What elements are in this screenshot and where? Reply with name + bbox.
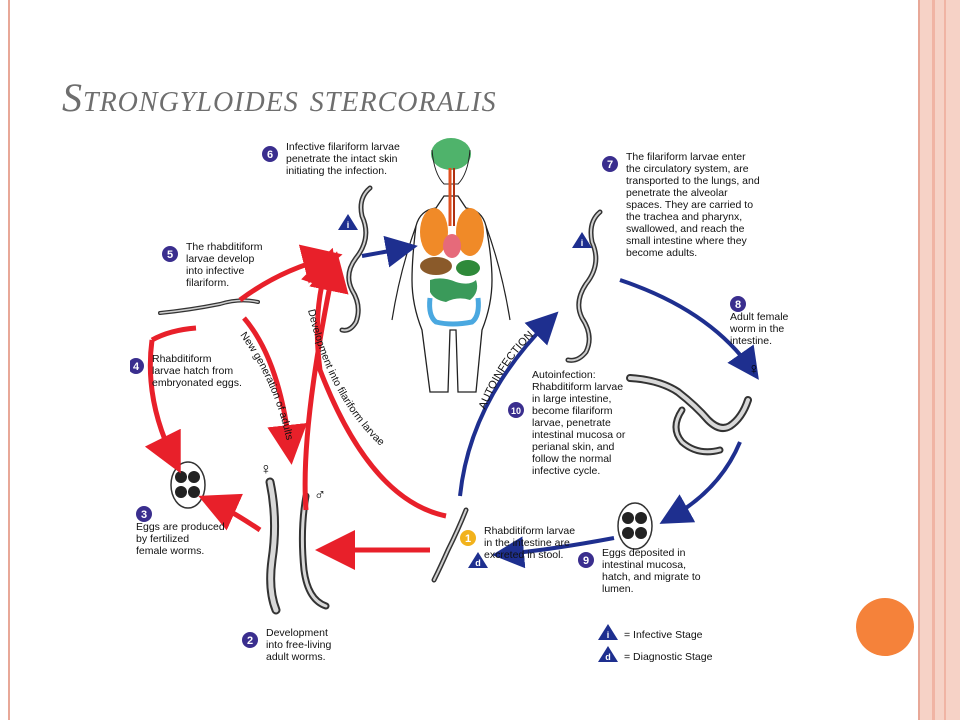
arrow-2-to-3 [198,493,262,533]
step-badge-2 [242,632,258,648]
step-badge-7 [602,156,618,172]
arrow-4-to-5 [144,339,181,474]
arrow-new-generation [242,316,308,465]
diagnostic-triangle-1: d [468,552,488,568]
infective-triangle-7: i [572,232,592,248]
step-badge-8 [730,296,746,312]
step-number-7: 7 [607,159,613,171]
svg-text:i: i [581,238,584,248]
arrow-1-to-skin [301,247,447,519]
step-badge-9 [578,552,594,568]
step-number-9: 9 [583,555,589,567]
step-number-2: 2 [247,635,253,647]
step-number-3: 3 [141,509,147,521]
arrow-5-back [150,325,197,343]
infective-triangle-6: i [338,214,358,230]
left-border-line [8,0,10,720]
female-symbol: ♀ [260,461,272,478]
step-badge-5 [162,246,178,262]
life-cycle-diagram: New generation of adults Development int… [130,138,789,663]
step-number-1: 1 [465,533,471,545]
step-badge-3 [136,506,152,522]
svg-text:d: d [605,652,611,662]
right-border-band [918,0,960,720]
step-number-8: 8 [735,299,741,311]
svg-text:i: i [347,220,350,230]
step-number-4: 4 [133,361,140,373]
slide-title: Strongyloides stercoralis [62,75,497,120]
step-number-10: 10 [511,406,521,416]
arrow-autoinfection [458,311,559,497]
worm-drawings [158,185,752,615]
red-arrows [144,244,447,570]
step-badge-6 [262,146,278,162]
male-symbol: ♂ [314,487,326,504]
female-symbol-intestine: ♀ [748,361,760,378]
step-badge-4 [130,358,144,374]
label-new-generation: New generation of adults [238,330,296,441]
arrow-8-to-9 [659,441,742,524]
step-number-5: 5 [167,249,173,261]
arrow-filariform-to-skin [302,251,349,511]
blue-arrows [361,235,759,569]
step-badge-1 [460,530,476,546]
legend-diagnostic: = Diagnostic Stage [624,651,713,663]
arrow-6-to-body [361,235,418,268]
legend: i = Infective Stage d = Diagnostic Stage [598,624,713,663]
legend-infective: = Infective Stage [624,629,703,641]
svg-text:i: i [607,630,610,640]
svg-text:d: d [475,558,481,568]
step-badge-10 [508,402,524,418]
label-autoinfection: AUTOINFECTION [477,329,536,411]
arrow-7-to-8 [619,278,759,380]
orange-circle-decoration [856,598,914,656]
egg-drawings [170,461,653,550]
step-number-6: 6 [267,149,273,161]
human-body [391,138,511,393]
arrow-9-to-1 [492,536,615,569]
